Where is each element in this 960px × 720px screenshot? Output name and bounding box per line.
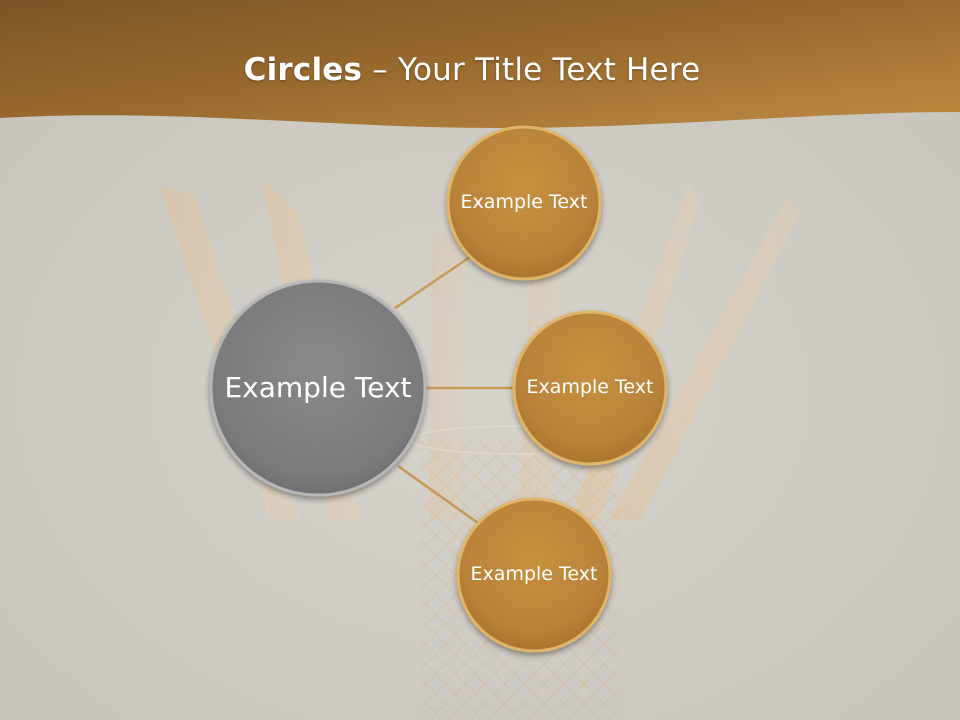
connector-3 xyxy=(397,464,479,525)
connectors xyxy=(394,255,515,525)
node-circle-3 xyxy=(456,497,612,653)
node-circle-1 xyxy=(446,125,602,281)
title-rest: – Your Title Text Here xyxy=(362,52,701,88)
node-label-3: Example Text xyxy=(470,563,598,586)
central-circle xyxy=(209,279,427,497)
node-circle-2 xyxy=(512,310,668,466)
title-banner xyxy=(0,0,960,128)
title-bold: Circles xyxy=(243,52,363,88)
central-label: Example Text xyxy=(224,371,412,405)
node-label-1: Example Text xyxy=(460,191,588,214)
page-title: Circles – Your Title Text Here xyxy=(0,52,944,88)
node-label-2: Example Text xyxy=(526,376,654,399)
connector-1 xyxy=(394,255,471,310)
